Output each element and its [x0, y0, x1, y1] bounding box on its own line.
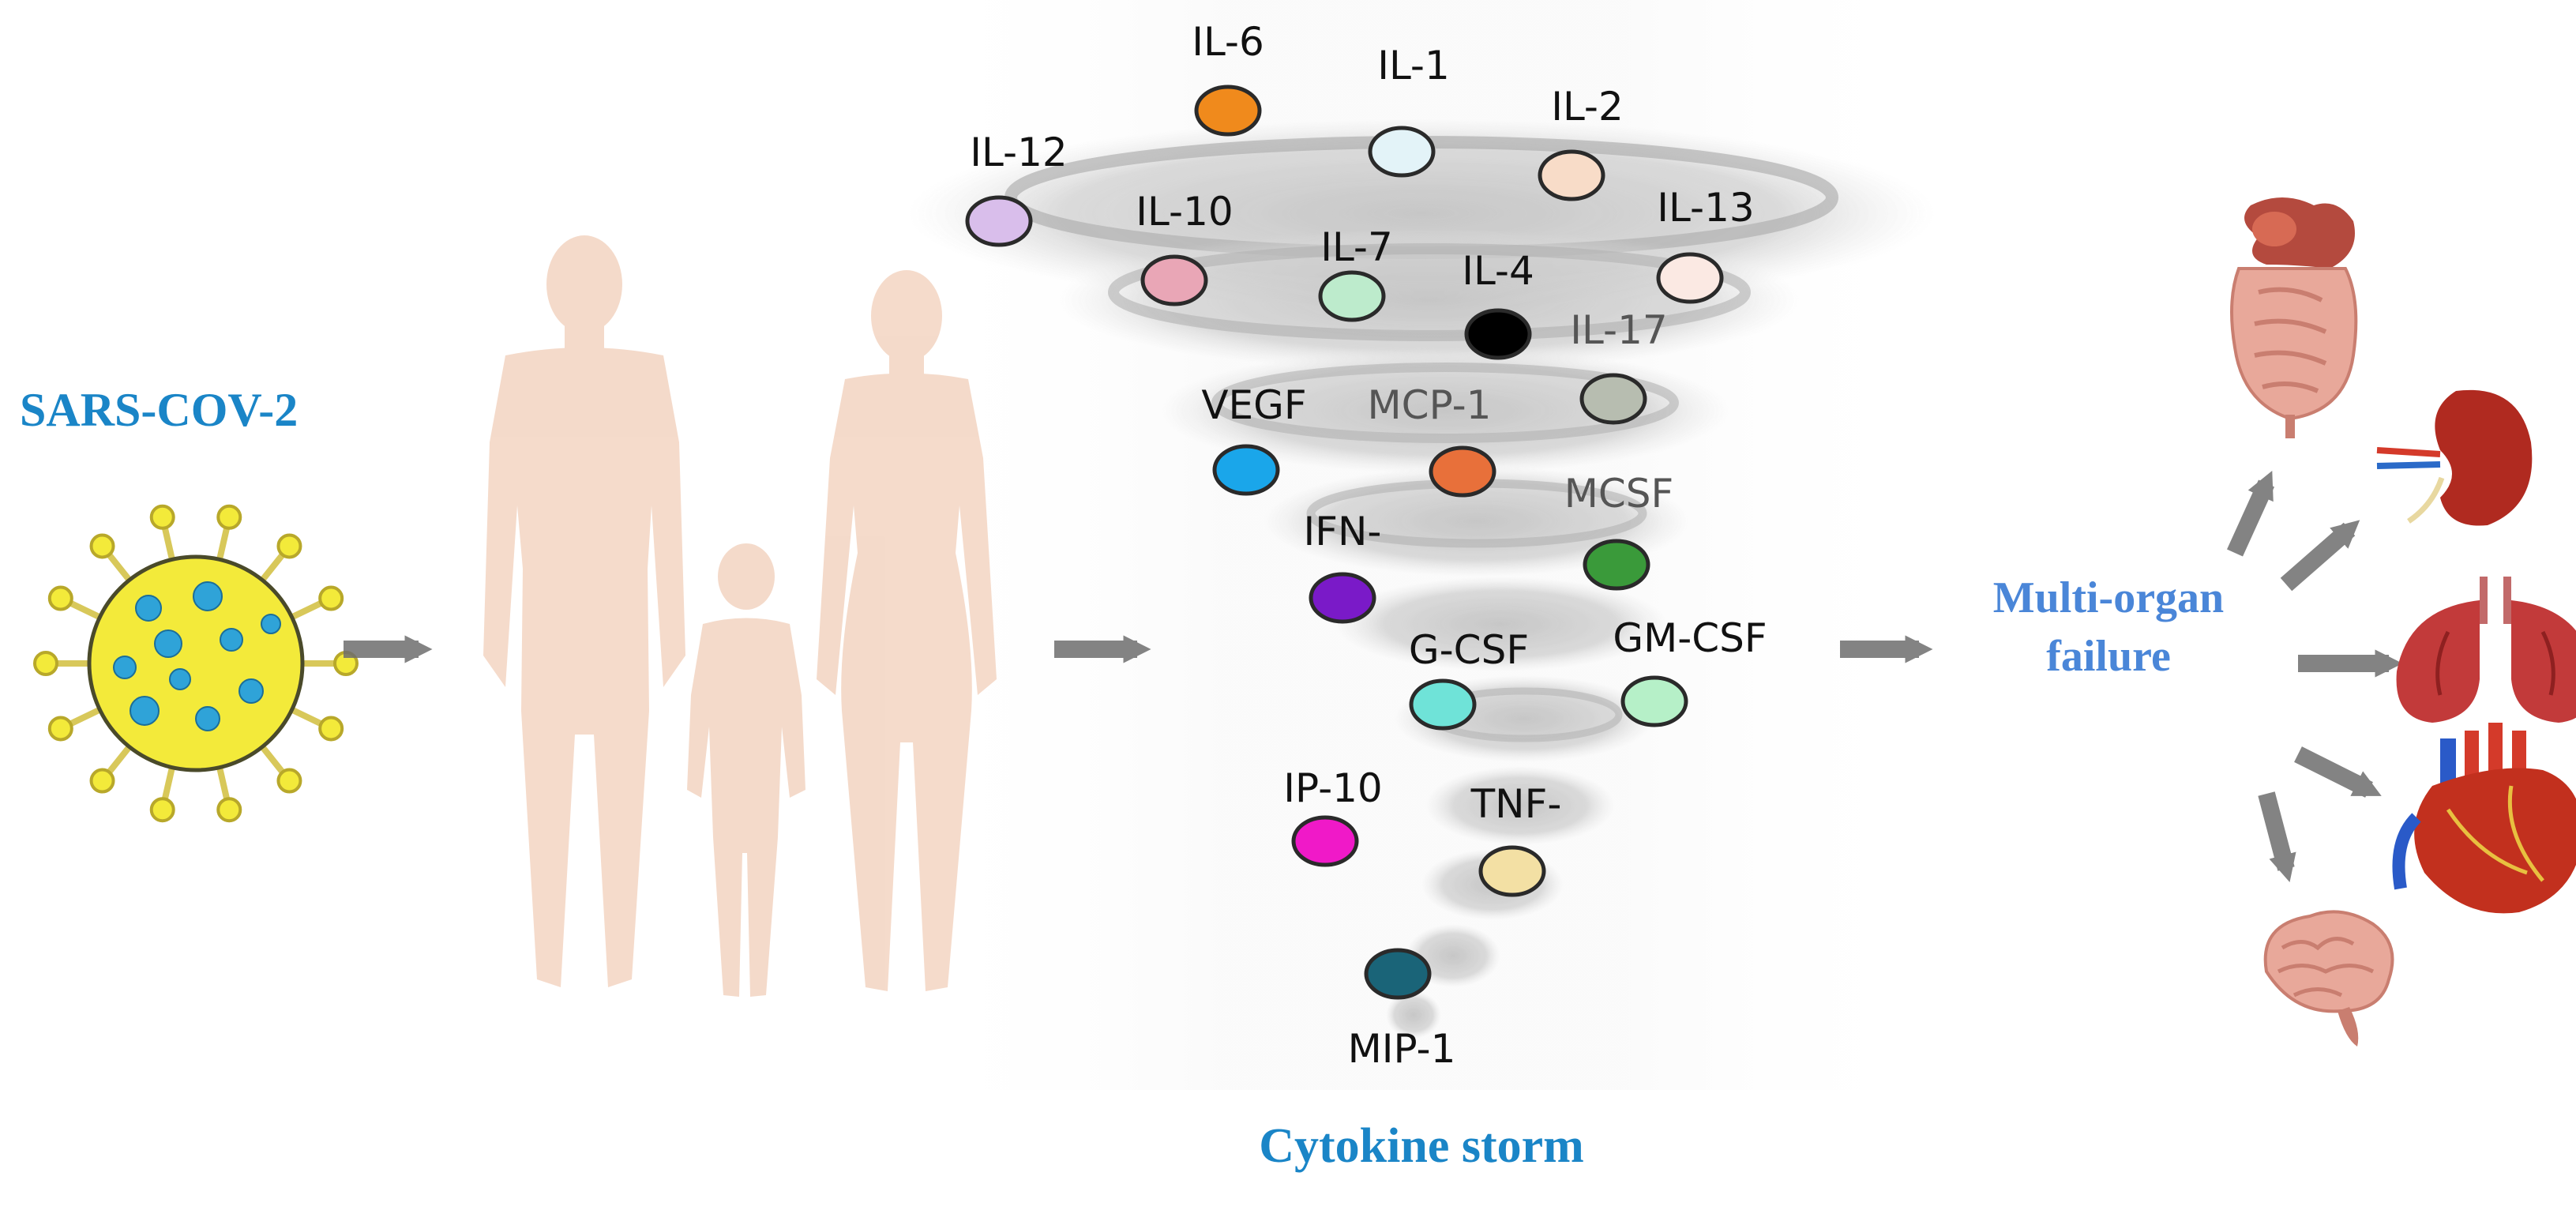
- outcome-label: Multi-organ failure: [1951, 569, 2266, 686]
- virus-spike-tip: [278, 770, 300, 792]
- virus-label: SARS-COV-2: [20, 383, 298, 438]
- cytokine-label: IL-4: [1462, 248, 1534, 294]
- virus-spike-tip: [278, 535, 300, 557]
- brain-icon: [2266, 911, 2393, 1047]
- virus-spike-tip: [218, 506, 240, 528]
- arrow-icon: [2266, 794, 2286, 869]
- cytokine-marker: [1582, 375, 1645, 423]
- cytokine-marker: [1320, 272, 1384, 320]
- cytokine-marker: [1540, 152, 1603, 199]
- cytokine-marker: [967, 197, 1031, 245]
- cytokine-label: IL-6: [1192, 19, 1264, 65]
- cytokine-marker: [1481, 847, 1544, 895]
- virus-spike-tip: [152, 799, 174, 821]
- virus-spike-tip: [35, 652, 57, 675]
- cytokine-label: IFN-: [1304, 509, 1382, 554]
- cytokine-marker: [1623, 678, 1686, 725]
- virus-spike-tip: [92, 535, 114, 557]
- cytokine-label: IL-17: [1570, 307, 1667, 353]
- cytokine-marker: [1658, 254, 1722, 302]
- cytokine-label: IL-10: [1136, 189, 1233, 235]
- cytokine-marker: [1411, 681, 1474, 728]
- cytokine-label: IL-1: [1377, 43, 1450, 88]
- intestines-icon: [2232, 197, 2356, 438]
- child-silhouette: [687, 543, 805, 997]
- arrow-icon: [2298, 754, 2369, 790]
- cytokine-marker: [1431, 448, 1494, 495]
- cytokine-marker: [1466, 310, 1530, 358]
- outcome-label-line2: failure: [1951, 627, 2266, 686]
- cytokine-marker: [1585, 541, 1648, 588]
- virus-spike-tip: [50, 717, 72, 739]
- tornado-label: Cytokine storm: [1137, 1118, 1706, 1174]
- cytokine-label: G-CSF: [1409, 627, 1529, 673]
- cytokine-label: IL-12: [970, 130, 1067, 175]
- arrow-icon: [2235, 483, 2266, 553]
- cytokine-label: IL-7: [1320, 224, 1393, 270]
- cytokine-label: IL-2: [1551, 84, 1624, 130]
- cytokine-marker: [1143, 257, 1206, 304]
- virus-icon: [35, 506, 357, 821]
- cytokine-marker: [1294, 817, 1357, 865]
- cytokine-label: IP-10: [1283, 765, 1382, 811]
- cytokine-label: GM-CSF: [1613, 615, 1767, 661]
- man-silhouette: [483, 235, 685, 987]
- cytokine-label: MCP-1: [1368, 382, 1492, 428]
- cytokine-label: IL-13: [1657, 185, 1754, 231]
- heart-icon: [2399, 723, 2576, 913]
- virus-spike-tip: [152, 506, 174, 528]
- virus-spike-tip: [50, 588, 72, 610]
- cytokine-marker: [1366, 950, 1429, 998]
- cytokine-marker: [1196, 87, 1260, 134]
- cytokine-label: TNF-: [1470, 781, 1562, 827]
- cytokine-marker: [1215, 446, 1278, 494]
- cytokine-label: VEGF: [1201, 382, 1306, 428]
- arrow-icon: [2286, 529, 2349, 584]
- virus-spike-tip: [320, 717, 342, 739]
- lungs-icon: [2397, 577, 2576, 723]
- virus-spike-tip: [320, 588, 342, 610]
- kidney-icon: [2377, 390, 2532, 526]
- outcome-label-line1: Multi-organ: [1951, 569, 2266, 627]
- cytokine-marker: [1311, 574, 1374, 622]
- virus-spike-tip: [218, 799, 240, 821]
- cytokine-label: MCSF: [1564, 471, 1674, 517]
- cytokine-marker: [1370, 128, 1433, 175]
- virus-spike-tip: [92, 770, 114, 792]
- cytokine-label: MIP-1: [1348, 1026, 1456, 1072]
